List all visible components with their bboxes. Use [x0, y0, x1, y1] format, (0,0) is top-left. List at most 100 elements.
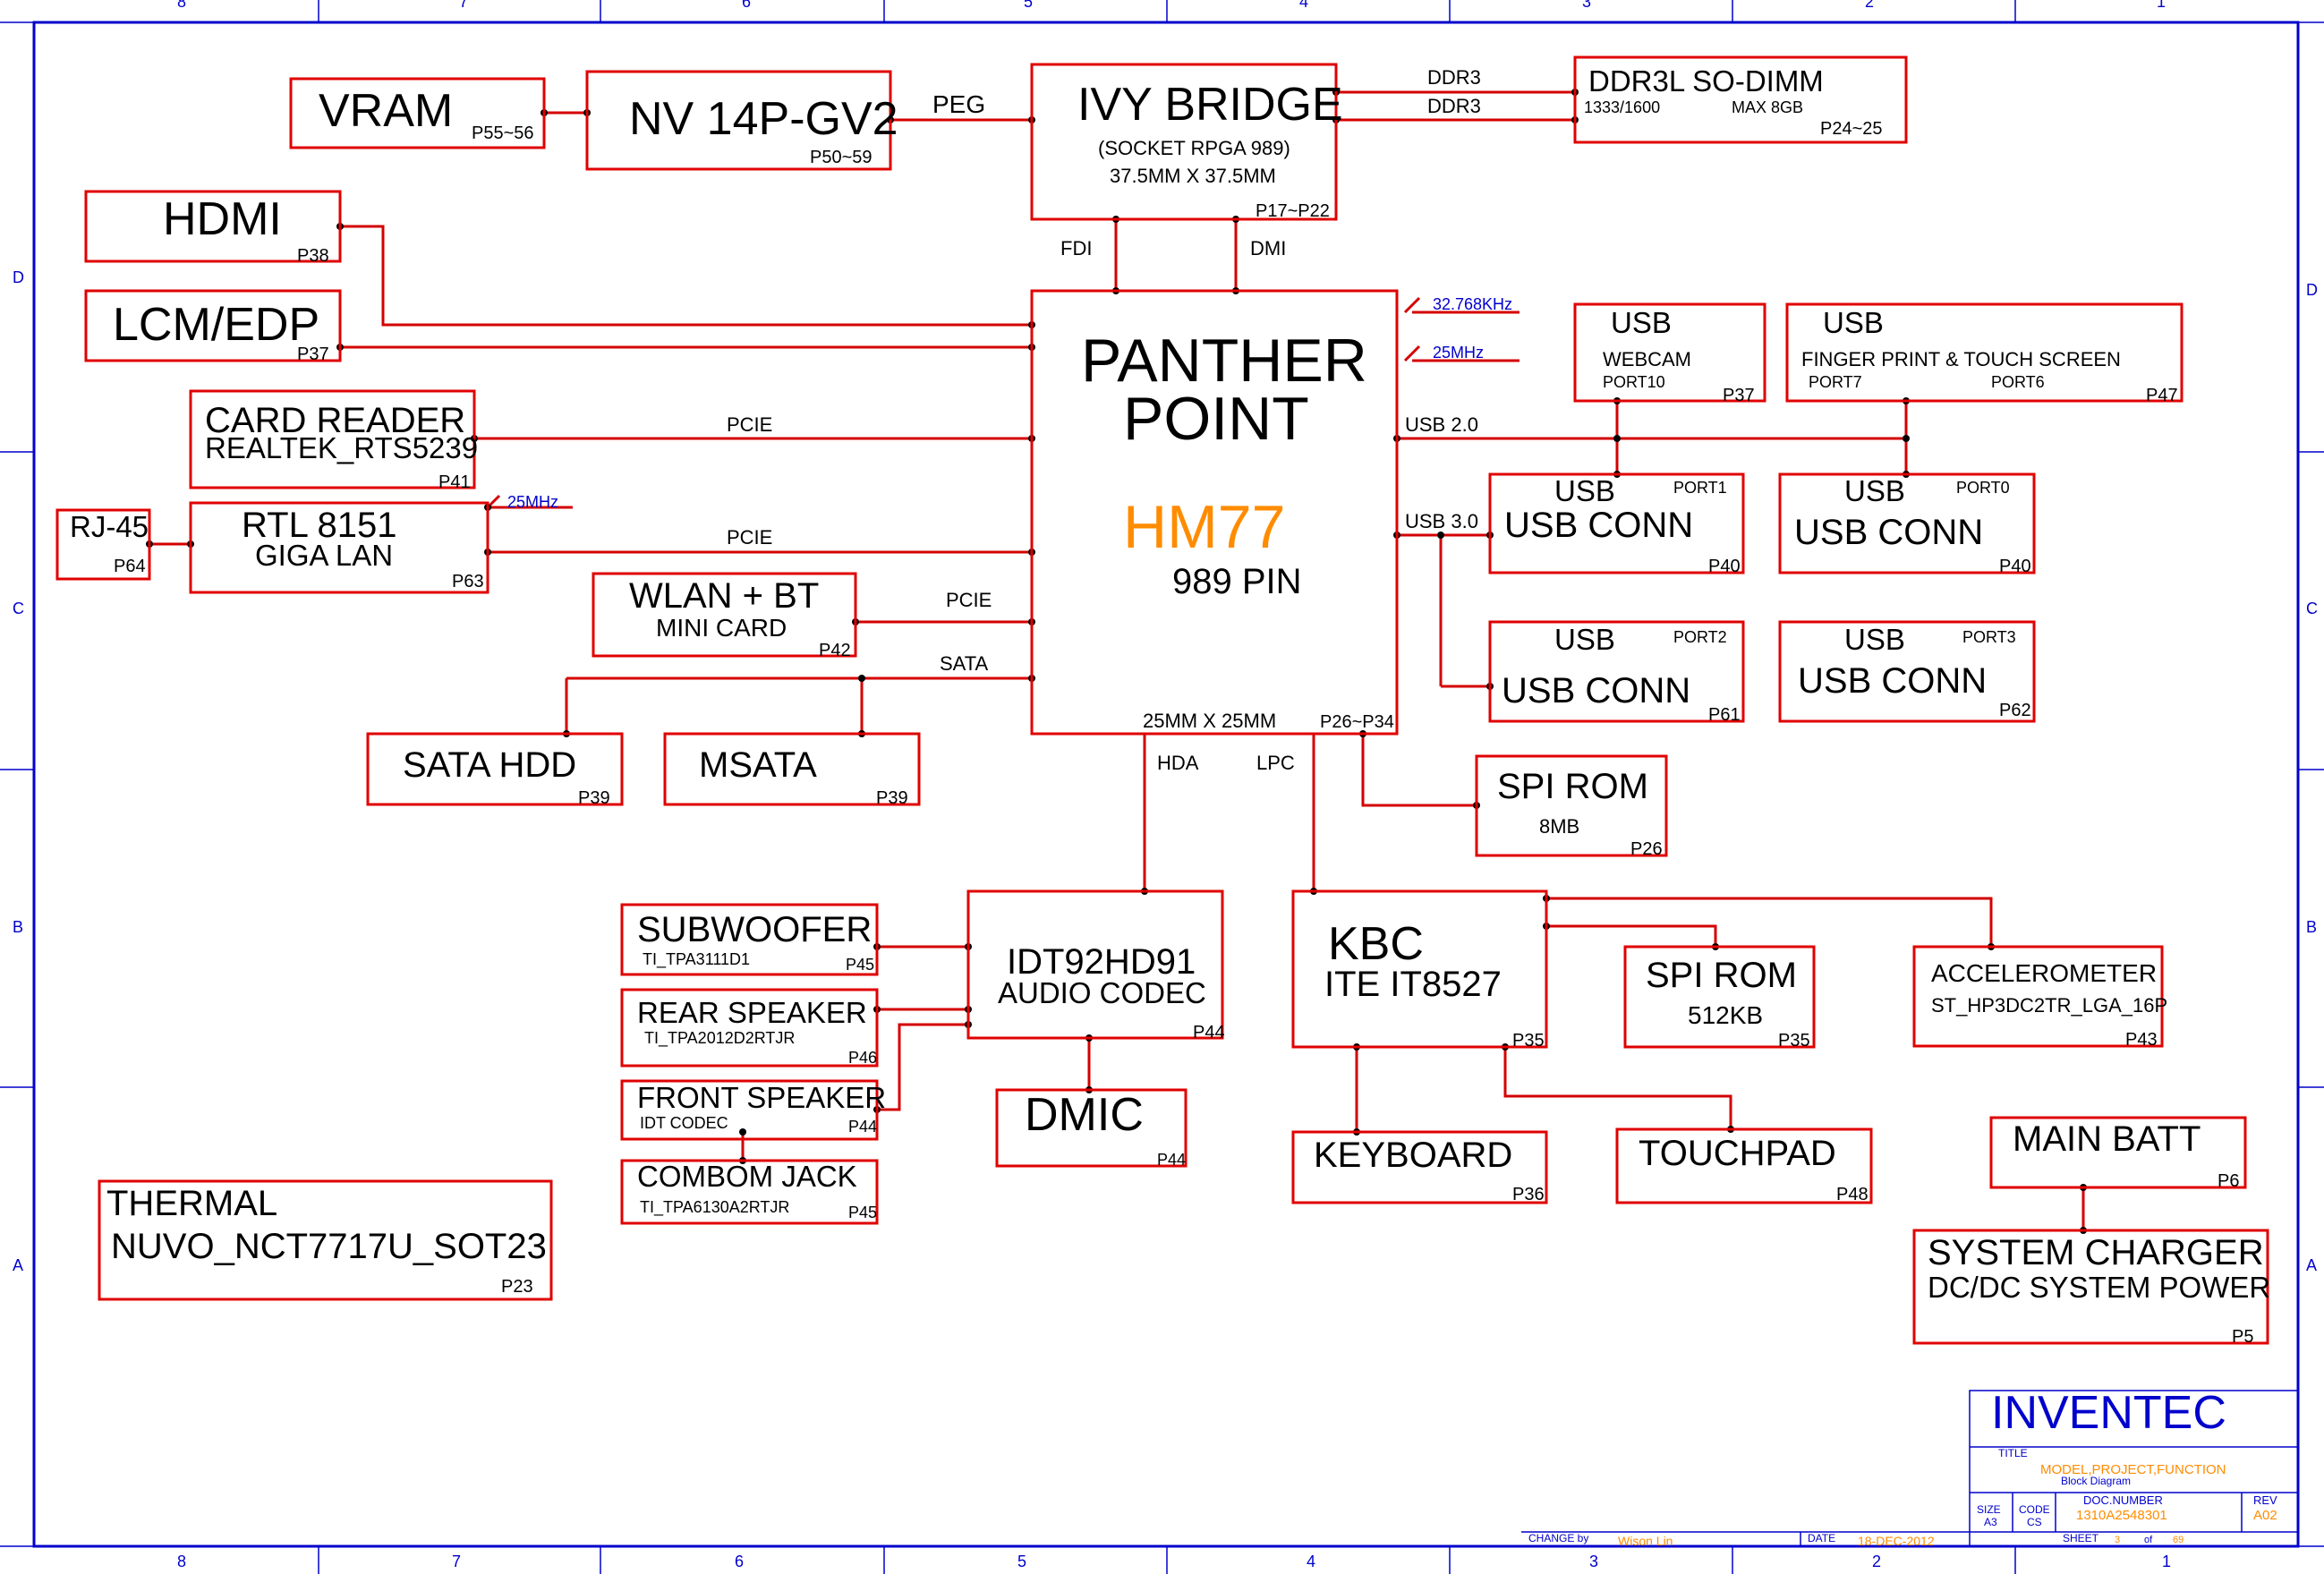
wlan-block[interactable]: WLAN + BT MINI CARD P42 — [592, 572, 857, 660]
block-title: KBC — [1328, 918, 1424, 970]
block-subtitle: ST_HP3DC2TR_LGA_16P — [1931, 994, 2167, 1017]
port-label: PORT0 — [1956, 479, 2010, 497]
page-ref: P6 — [2218, 1171, 2239, 1191]
usb-webcam-block[interactable]: USB WEBCAM PORT10 P37 — [1573, 302, 1766, 405]
block-title: RTL 8151 — [242, 506, 396, 545]
company-name: INVENTEC — [1991, 1387, 2226, 1439]
dmi-label: DMI — [1250, 237, 1286, 259]
block-title: ACCELEROMETER — [1931, 959, 2157, 987]
block-title: NV 14P-GV2 — [629, 93, 898, 145]
block-subtitle: AUDIO CODEC — [998, 976, 1206, 1009]
pch-block[interactable]: PANTHER POINT HM77 989 PIN 25MM X 25MM P… — [1030, 289, 1399, 736]
port-label: PORT10 — [1603, 373, 1665, 391]
col-label: 4 — [1307, 1553, 1315, 1570]
ddr3-label: DDR3 — [1427, 95, 1481, 117]
usb-conn-port1-block[interactable]: USB PORT1 USB CONN P40 — [1488, 472, 1745, 576]
block-title: MSATA — [699, 745, 817, 785]
usb20-label: USB 2.0 — [1405, 413, 1478, 436]
ddr-block[interactable]: DDR3L SO-DIMM 1333/1600 MAX 8GB P24~25 — [1573, 55, 1908, 144]
page-ref: P62 — [1999, 701, 2031, 720]
change-label: CHANGE by — [1528, 1532, 1588, 1544]
col-label: 6 — [742, 0, 751, 11]
page-ref: P17~P22 — [1256, 201, 1330, 221]
rear-speaker-block[interactable]: REAR SPEAKER TI_TPA2012D2RTJR P46 — [620, 988, 879, 1068]
col-label: 2 — [1872, 1553, 1881, 1570]
title-label: TITLE — [1998, 1447, 2028, 1459]
port-label: PORT1 — [1673, 479, 1727, 497]
code-value: CS — [2027, 1516, 2042, 1528]
block-title: COMBOM JACK — [637, 1160, 857, 1193]
usb-conn-port2-block[interactable]: USB PORT2 USB CONN P61 — [1488, 620, 1745, 725]
column-labels-bottom: 8 7 6 5 4 3 2 1 — [177, 1553, 2171, 1570]
audio-codec-block[interactable]: IDT92HD91 AUDIO CODEC P44 — [966, 889, 1225, 1042]
block-title: KEYBOARD — [1314, 1136, 1512, 1175]
page-ref: P40 — [1708, 557, 1741, 576]
accelerometer-block[interactable]: ACCELEROMETER ST_HP3DC2TR_LGA_16P P43 — [1912, 945, 2167, 1050]
usb-finger-block[interactable]: USB FINGER PRINT & TOUCH SCREEN PORT7 PO… — [1785, 302, 2184, 405]
cpu-block[interactable]: IVY BRIDGE (SOCKET RPGA 989) 37.5MM X 37… — [1030, 63, 1343, 221]
pcie-label: PCIE — [727, 526, 772, 549]
code-label: CODE — [2019, 1503, 2050, 1516]
hdmi-block[interactable]: HDMI P38 — [84, 190, 342, 266]
block-subtitle: FINGER PRINT & TOUCH SCREEN — [1801, 348, 2121, 370]
page-ref: P37 — [297, 345, 329, 364]
usb-conn-port3-block[interactable]: USB PORT3 USB CONN P62 — [1778, 620, 2036, 723]
keyboard-block[interactable]: KEYBOARD P36 — [1291, 1130, 1548, 1204]
kbc-block[interactable]: KBC ITE IT8527 P35 — [1291, 889, 1548, 1051]
block-title: THERMAL — [106, 1184, 277, 1223]
junction-dots — [146, 89, 2087, 1234]
page-ref: P36 — [1512, 1185, 1545, 1204]
page-ref: P44 — [1193, 1023, 1225, 1042]
hda-label: HDA — [1157, 752, 1199, 774]
spi-rom-pch-block[interactable]: SPI ROM 8MB P26 — [1475, 754, 1668, 859]
page-ref: P26~P34 — [1320, 712, 1394, 732]
subwoofer-block[interactable]: SUBWOOFER TI_TPA3111D1 P45 — [620, 903, 879, 976]
system-charger-block[interactable]: SYSTEM CHARGER DC/DC SYSTEM POWER P5 — [1912, 1229, 2270, 1347]
thermal-block[interactable]: THERMAL NUVO_NCT7717U_SOT23 P23 — [98, 1179, 553, 1301]
col-label: 3 — [1589, 1553, 1598, 1570]
lan-block[interactable]: RTL 8151 GIGA LAN P63 — [189, 501, 489, 594]
block-subtitle: TI_TPA3111D1 — [643, 950, 750, 969]
ddr-max: MAX 8GB — [1732, 98, 1803, 116]
block-subtitle: IDT CODEC — [640, 1114, 728, 1132]
block-subtitle: MINI CARD — [656, 614, 787, 642]
dmic-block[interactable]: DMIC P44 — [995, 1088, 1188, 1169]
vram-block[interactable]: VRAM P55~56 — [289, 77, 546, 149]
pcie-label: PCIE — [946, 589, 992, 611]
block-subtitle: WEBCAM — [1603, 348, 1691, 370]
block-title: TOUCHPAD — [1639, 1134, 1836, 1173]
usb-conn-port0-block[interactable]: USB PORT0 USB CONN P40 — [1778, 472, 2036, 576]
change-value: Wison Lin — [1618, 1534, 1673, 1548]
block-subtitle: 37.5MM X 37.5MM — [1110, 165, 1276, 187]
pch-pins: 989 PIN — [1172, 562, 1302, 601]
pch-title: PANTHER — [1081, 327, 1367, 395]
main-battery-block[interactable]: MAIN BATT P6 — [1989, 1116, 2247, 1191]
col-label: 6 — [735, 1553, 744, 1570]
row-label: D — [13, 268, 24, 286]
msata-block[interactable]: MSATA P39 — [663, 732, 921, 808]
front-speaker-block[interactable]: FRONT SPEAKER IDT CODEC P44 — [620, 1079, 886, 1141]
page-ref: P5 — [2232, 1327, 2253, 1347]
page-ref: P23 — [501, 1277, 533, 1297]
title-sub: Block Diagram — [2061, 1475, 2131, 1487]
block-subtitle: GIGA LAN — [255, 539, 393, 572]
xtal-32k-label: 32.768KHz — [1433, 295, 1512, 313]
spi-rom-kbc-block[interactable]: SPI ROM 512KB P35 — [1623, 945, 1816, 1051]
page-ref: P42 — [819, 641, 851, 660]
pch-model: HM77 — [1123, 493, 1285, 561]
touchpad-block[interactable]: TOUCHPAD P48 — [1615, 1127, 1873, 1204]
sata-hdd-block[interactable]: SATA HDD P39 — [366, 732, 624, 808]
rev-value: A02 — [2253, 1508, 2277, 1523]
block-title: SYSTEM CHARGER — [1928, 1233, 2264, 1272]
gpu-block[interactable]: NV 14P-GV2 P50~59 — [585, 70, 898, 171]
row-label: B — [13, 918, 23, 936]
combo-jack-block[interactable]: COMBOM JACK TI_TPA6130A2RTJR P45 — [620, 1159, 879, 1225]
card-reader-block[interactable]: CARD READER REALTEK_RTS5239 P41 — [189, 389, 478, 492]
block-title: FRONT SPEAKER — [637, 1081, 886, 1114]
col-label: 5 — [1024, 0, 1033, 11]
rj45-block[interactable]: RJ-45 P64 — [55, 508, 151, 581]
block-title: SUBWOOFER — [637, 910, 872, 949]
lcm-block[interactable]: LCM/EDP P37 — [84, 289, 342, 364]
page-ref: P24~25 — [1820, 119, 1883, 139]
pcie-label: PCIE — [727, 413, 772, 436]
